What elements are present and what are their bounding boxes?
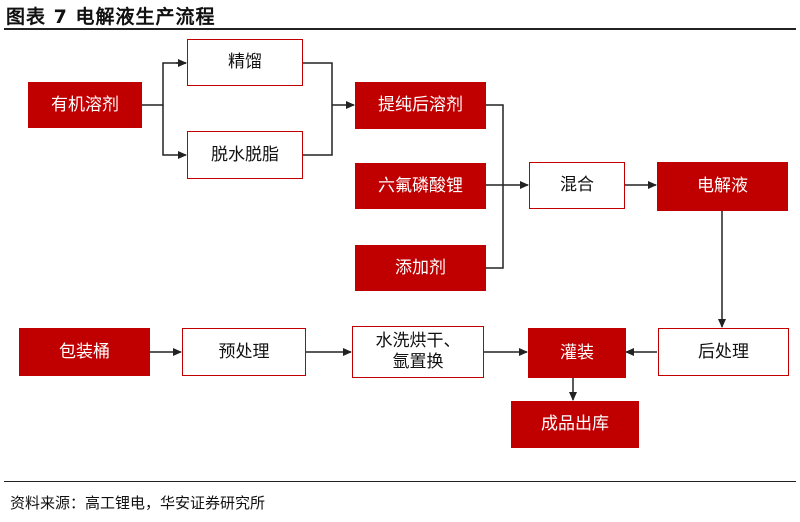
connector-purified-out (486, 104, 504, 269)
node-drum: 包装桶 (19, 328, 150, 376)
node-electrolyte: 电解液 (657, 162, 788, 211)
node-lipf6: 六氟磷酸锂 (355, 163, 486, 209)
connector-solvent-split (142, 62, 186, 106)
node-purified-solvent: 提纯后溶剂 (355, 82, 486, 129)
node-finished-storage: 成品出库 (511, 401, 639, 448)
node-filling: 灌装 (528, 328, 626, 378)
node-wash-dry-line1: 水洗烘干、 (375, 331, 461, 351)
node-wash-dry-line2: 氩置换 (392, 352, 444, 372)
node-pretreatment: 预处理 (182, 328, 306, 376)
bottom-divider (4, 481, 796, 482)
node-additive: 添加剂 (355, 245, 486, 291)
connector-solvent-dehydration (162, 105, 187, 159)
node-mixing: 混合 (529, 162, 625, 209)
node-wash-dry: 水洗烘干、 氩置换 (352, 326, 484, 378)
source-note: 资料来源：高工锂电，华安证券研究所 (10, 494, 266, 512)
connector-rect-merge (303, 62, 333, 156)
node-organic-solvent: 有机溶剂 (28, 82, 142, 128)
node-post-treatment: 后处理 (658, 328, 789, 376)
node-dehydration: 脱水脱脂 (187, 131, 303, 179)
figure-title: 图表 7 电解液生产流程 (6, 6, 216, 28)
node-rectification: 精馏 (187, 39, 303, 86)
top-divider (4, 28, 796, 30)
